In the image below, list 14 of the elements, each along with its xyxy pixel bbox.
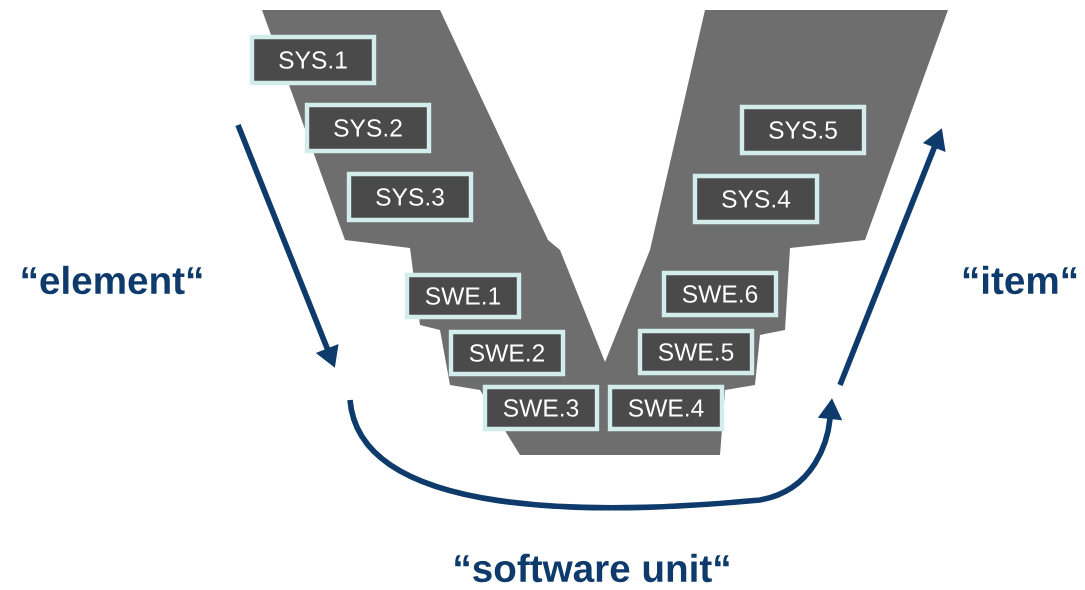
quoted-term: “element“ (22, 265, 202, 295)
process-box: SWE.3 (482, 384, 600, 432)
process-box: SWE.1 (404, 272, 522, 320)
process-box: SYS.1 (249, 34, 377, 86)
quoted-term: “software unit“ (455, 553, 729, 583)
quoted-term: “item“ (963, 265, 1077, 295)
process-box: SYS.4 (692, 173, 820, 225)
process-box: SWE.2 (448, 329, 566, 377)
process-box: SWE.4 (607, 384, 725, 432)
process-box: SWE.5 (637, 328, 755, 376)
process-box: SWE.6 (661, 270, 779, 318)
process-box: SYS.2 (304, 102, 432, 154)
process-box: SYS.5 (739, 104, 867, 156)
process-box: SYS.3 (346, 171, 474, 223)
